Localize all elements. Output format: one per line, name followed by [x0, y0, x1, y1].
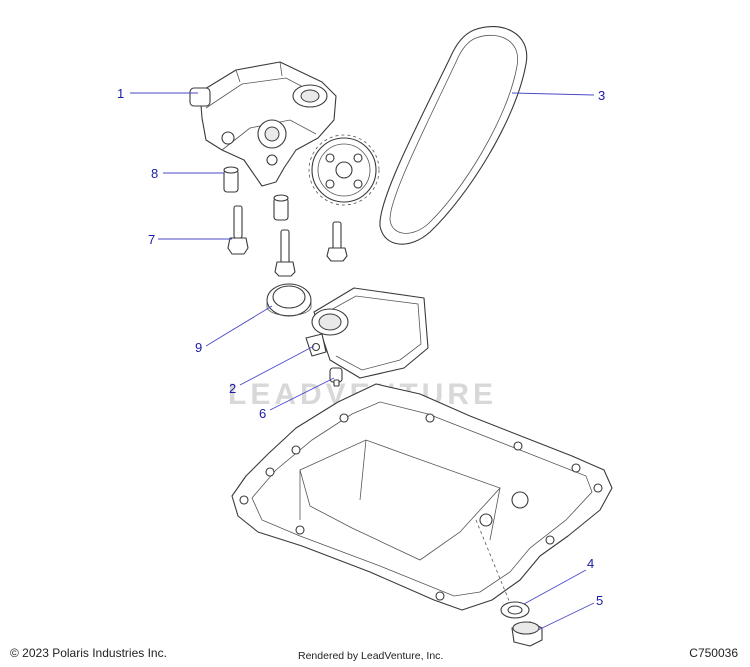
oil-pan-drawing [231, 383, 613, 611]
copyright-text: © 2023 Polaris Industries Inc. [10, 646, 167, 660]
drain-plug-drawing [511, 621, 543, 647]
drain-washer-drawing [500, 601, 530, 619]
sprocket-drawing [308, 134, 380, 206]
oil-pump-drawing [189, 61, 337, 187]
callout-7[interactable]: 7 [148, 232, 155, 247]
callout-9[interactable]: 9 [195, 340, 202, 355]
callout-6[interactable]: 6 [259, 406, 266, 421]
dowel-sleeves-drawing [223, 166, 289, 221]
callout-labels: 1 2 3 4 5 6 7 8 9 [117, 86, 605, 608]
oil-pickup-drawing [305, 287, 429, 379]
callout-4[interactable]: 4 [587, 556, 594, 571]
callout-8[interactable]: 8 [151, 166, 158, 181]
callout-5[interactable]: 5 [596, 593, 603, 608]
callout-2[interactable]: 2 [229, 381, 236, 396]
figure-id-text: C750036 [689, 646, 738, 660]
leader-lines [130, 92, 595, 631]
callout-3[interactable]: 3 [598, 88, 605, 103]
rendered-by-text: Rendered by LeadVenture, Inc. [298, 650, 444, 662]
drive-belt-drawing [379, 26, 528, 245]
callout-1[interactable]: 1 [117, 86, 124, 101]
flange-bolts-drawing [227, 205, 348, 277]
seal-ring-drawing [266, 283, 312, 317]
